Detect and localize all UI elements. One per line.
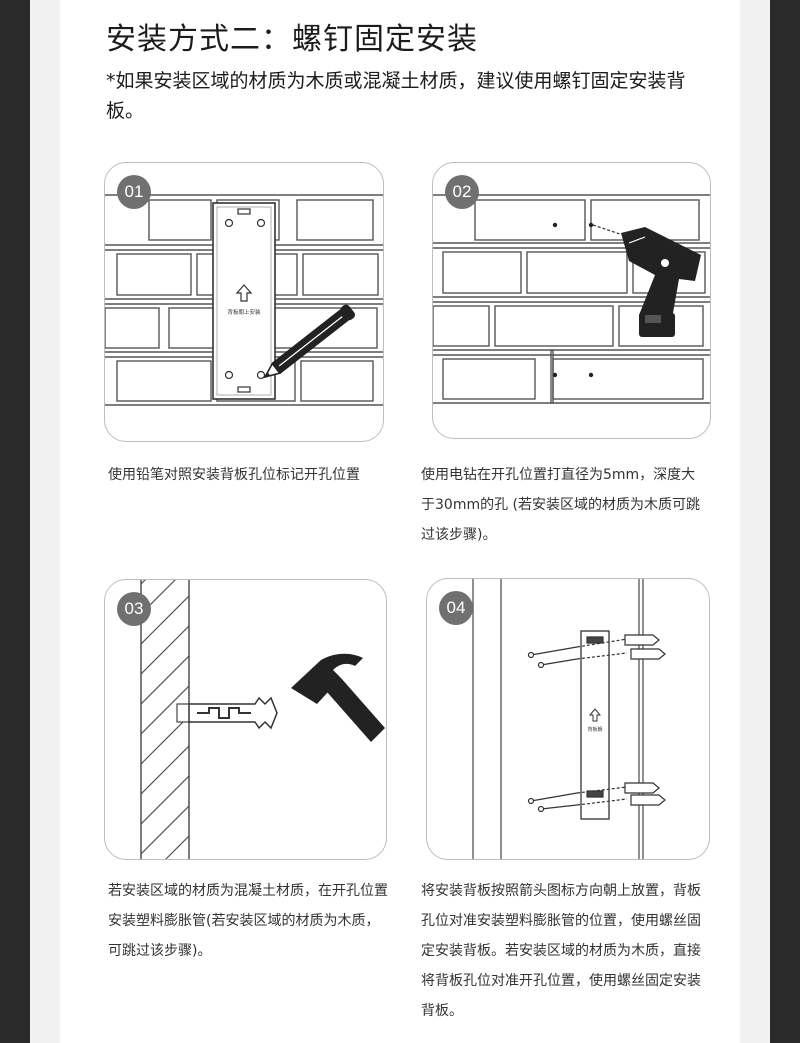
step-4-panel: 04 背板朝 xyxy=(426,578,710,860)
material-note: *如果安装区域的材质为木质或混凝土材质，建议使用螺钉固定安装背板。 xyxy=(106,70,686,122)
page-title: 安装方式二：螺钉固定安装 xyxy=(106,22,478,57)
step-3-panel: 03 xyxy=(104,579,387,860)
screws-bottom xyxy=(527,782,666,813)
step-3-caption: 若安装区域的材质为混凝土材质，在开孔位置安装塑料膨胀管(若安装区域的材质为木质，… xyxy=(108,883,388,959)
step-4-plate-label: 背板朝 xyxy=(587,726,602,733)
step-3-illustration xyxy=(140,580,385,859)
right-dark-border xyxy=(770,0,800,1043)
step-2-caption: 使用电钻在开孔位置打直径为5mm，深度大于30mm的孔 (若安装区域的材质为木质… xyxy=(421,467,701,543)
step-4-caption: 将安装背板按照箭头图标方向朝上放置，背板孔位对准安装塑料膨胀管的位置，使用螺丝固… xyxy=(421,883,701,1019)
drill-icon xyxy=(621,227,701,337)
step-4-badge: 04 xyxy=(439,591,473,625)
step-4-illustration: 背板朝 xyxy=(472,579,666,859)
step-3-badge: 03 xyxy=(117,592,151,626)
left-dark-border xyxy=(0,0,30,1043)
step-2-illustration xyxy=(433,194,710,404)
step-1-badge: 01 xyxy=(117,175,151,209)
step-1-panel: 01 背板朝上安装 xyxy=(104,162,384,442)
step-1-plate-label: 背板朝上安装 xyxy=(227,308,261,316)
hammer-icon xyxy=(291,653,385,742)
screws-top xyxy=(527,634,666,669)
step-1-illustration: 背板朝上安装 xyxy=(105,194,383,406)
left-margin xyxy=(30,0,60,1043)
expansion-anchor-icon xyxy=(188,696,278,730)
step-2-panel: 02 xyxy=(432,162,711,439)
step-2-badge: 02 xyxy=(445,175,479,209)
step-1-caption: 使用铅笔对照安装背板孔位标记开孔位置 xyxy=(108,467,360,483)
right-margin xyxy=(740,0,770,1043)
